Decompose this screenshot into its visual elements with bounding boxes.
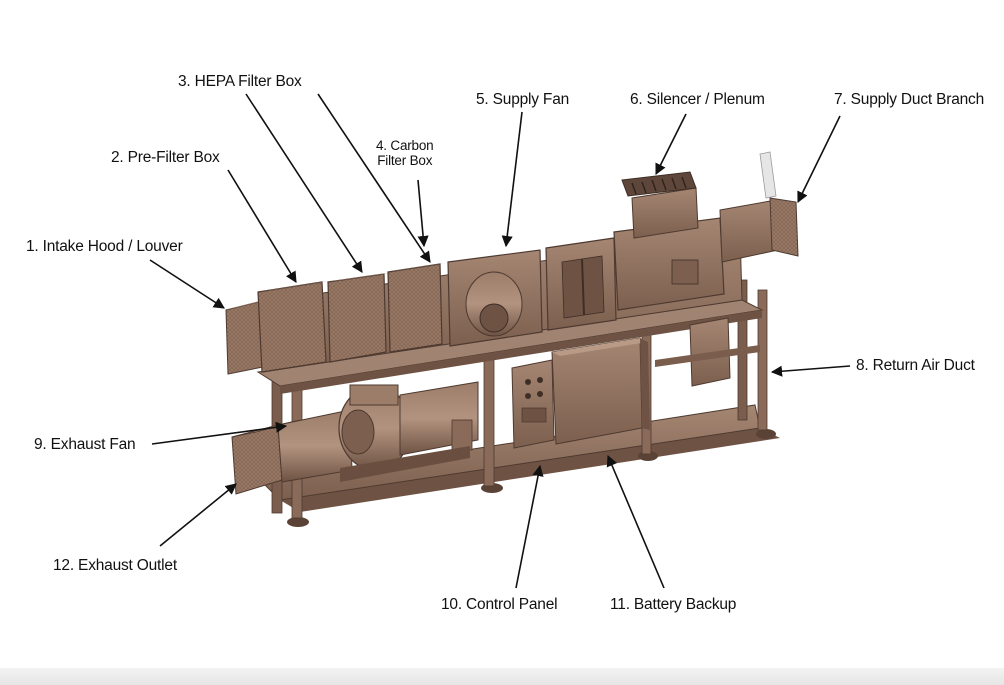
- bottom-shadow-strip: [0, 668, 1004, 685]
- label-silencer-plenum: 6. Silencer / Plenum: [630, 91, 765, 109]
- label-carbon-line1: 4. Carbon: [376, 138, 434, 153]
- label-exhaust-outlet: 12. Exhaust Outlet: [53, 557, 177, 575]
- label-supply-fan: 5. Supply Fan: [476, 91, 569, 109]
- label-return-air-duct: 8. Return Air Duct: [856, 357, 975, 375]
- label-carbon-line2: Filter Box: [377, 153, 432, 168]
- label-control-panel: 10. Control Panel: [441, 596, 557, 614]
- label-exhaust-fan: 9. Exhaust Fan: [34, 436, 135, 454]
- label-hepa-filter-box: 3. HEPA Filter Box: [178, 73, 302, 91]
- label-pre-filter-box: 2. Pre-Filter Box: [111, 149, 220, 167]
- label-intake-hood: 1. Intake Hood / Louver: [26, 238, 183, 256]
- label-carbon-filter-box: 4. Carbon Filter Box: [376, 138, 434, 168]
- control-panel-assembly: [512, 360, 554, 448]
- label-battery-backup: 11. Battery Backup: [610, 596, 736, 614]
- label-supply-duct-branch: 7. Supply Duct Branch: [834, 91, 984, 109]
